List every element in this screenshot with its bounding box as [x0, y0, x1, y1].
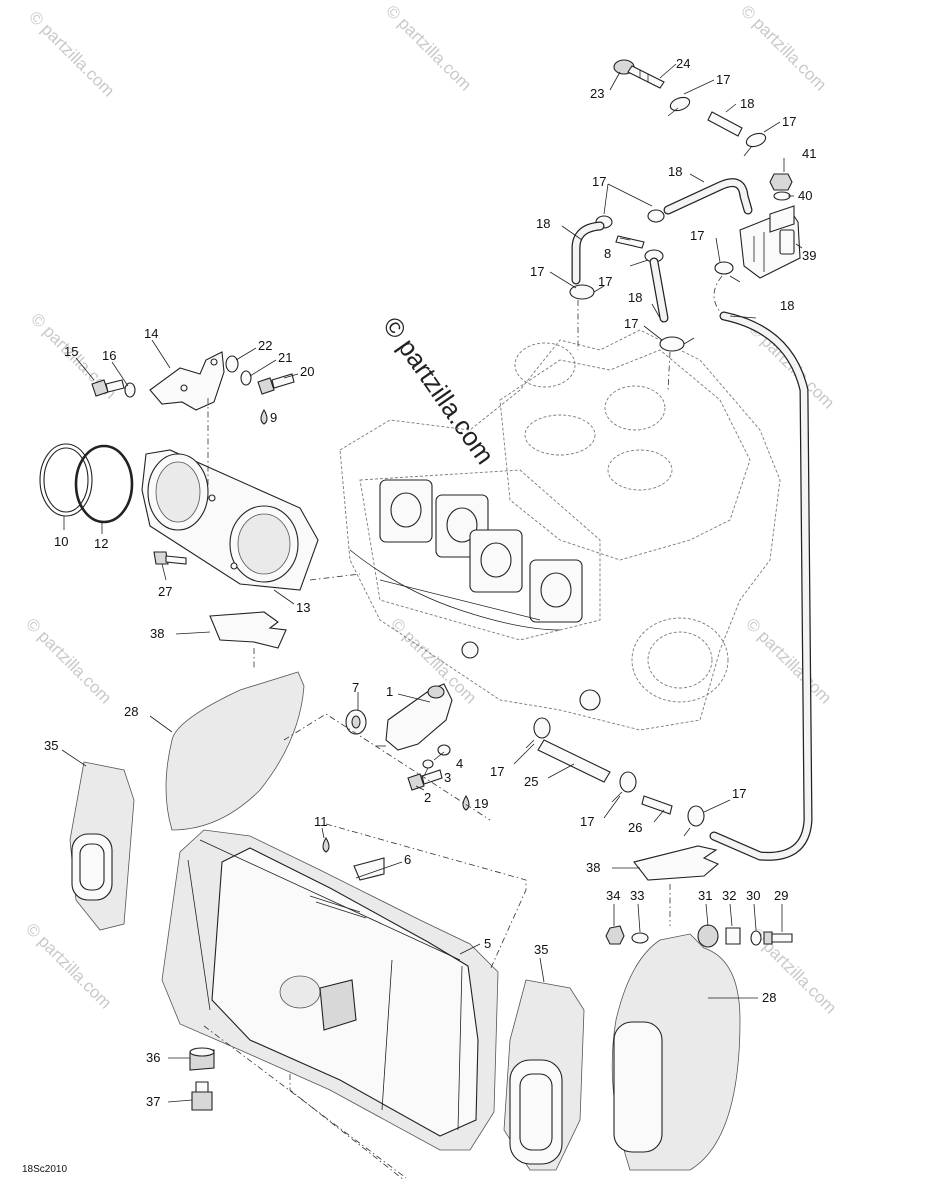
callout-17: 17 — [530, 264, 544, 279]
callout-26: 26 — [628, 820, 642, 835]
callout-6: 6 — [404, 852, 411, 867]
watermark: © partzilla.com — [25, 7, 118, 100]
drop-11 — [322, 836, 330, 853]
callout-17: 17 — [598, 274, 612, 289]
watermark: © partzilla.com — [742, 614, 835, 707]
callout-10: 10 — [54, 534, 68, 549]
callout-34: 34 — [606, 888, 620, 903]
callout-9: 9 — [270, 410, 277, 425]
callout-17: 17 — [624, 316, 638, 331]
callout-17: 17 — [716, 72, 730, 87]
engine-block — [339, 329, 781, 731]
callout-32: 32 — [722, 888, 736, 903]
callout-33: 33 — [630, 888, 644, 903]
callout-28: 28 — [124, 704, 138, 719]
callout-35: 35 — [44, 738, 58, 753]
callout-2: 2 — [424, 790, 431, 805]
callout-37: 37 — [146, 1094, 160, 1109]
callout-28: 28 — [762, 990, 776, 1005]
callout-8: 8 — [604, 246, 611, 261]
watermark: © partzilla.com — [737, 1, 830, 94]
leader-lines — [61, 63, 803, 1103]
callout-22: 22 — [258, 338, 272, 353]
callout-18: 18 — [780, 298, 794, 313]
patch-6 — [353, 857, 385, 881]
drain-assembly — [189, 1025, 407, 1181]
callout-5: 5 — [484, 936, 491, 951]
callout-38: 38 — [150, 626, 164, 641]
callout-17: 17 — [592, 174, 606, 189]
callout-23: 23 — [590, 86, 604, 101]
callout-12: 12 — [94, 536, 108, 551]
airbox-5 — [161, 829, 499, 1151]
callout-15: 15 — [64, 344, 78, 359]
watermark: © partzilla.com — [382, 1, 475, 94]
callout-17: 17 — [580, 814, 594, 829]
callout-17: 17 — [782, 114, 796, 129]
mount-hardware — [605, 845, 793, 948]
callout-30: 30 — [746, 888, 760, 903]
callout-3: 3 — [444, 770, 451, 785]
callout-21: 21 — [278, 350, 292, 365]
callout-40: 40 — [798, 188, 812, 203]
purge-valve-assembly — [569, 59, 813, 861]
callout-18: 18 — [628, 290, 642, 305]
callout-7: 7 — [352, 680, 359, 695]
callout-1: 1 — [386, 684, 393, 699]
callout-29: 29 — [774, 888, 788, 903]
callout-27: 27 — [158, 584, 172, 599]
callout-35: 35 — [534, 942, 548, 957]
vent-hose-assembly — [525, 717, 705, 837]
callout-4: 4 — [456, 756, 463, 771]
callout-38: 38 — [586, 860, 600, 875]
callout-16: 16 — [102, 348, 116, 363]
callout-17: 17 — [490, 764, 504, 779]
watermark-large: © partzilla.com — [377, 311, 500, 469]
callout-31: 31 — [698, 888, 712, 903]
callout-18: 18 — [668, 164, 682, 179]
diagram-code: 18Sc2010 — [22, 1164, 67, 1175]
callout-39: 39 — [802, 248, 816, 263]
callout-17: 17 — [732, 786, 746, 801]
watermark: © partzilla.com — [22, 919, 115, 1012]
callout-13: 13 — [296, 600, 310, 615]
callout-17: 17 — [690, 228, 704, 243]
throttle-assembly — [39, 351, 361, 591]
gasket-38-left — [209, 611, 287, 649]
callout-36: 36 — [146, 1050, 160, 1065]
callout-11: 11 — [314, 814, 328, 829]
callout-24: 24 — [676, 56, 690, 71]
callout-18: 18 — [740, 96, 754, 111]
callout-25: 25 — [524, 774, 538, 789]
callout-41: 41 — [802, 146, 816, 161]
sensor-bracket — [283, 683, 491, 821]
callout-19: 19 — [474, 796, 488, 811]
callout-18: 18 — [536, 216, 550, 231]
callout-20: 20 — [300, 364, 314, 379]
callout-labels: 23 24 17 18 17 41 18 40 17 18 8 17 39 17… — [22, 56, 816, 1175]
watermark: © partzilla.com — [22, 614, 115, 707]
heat-shield-28-left — [165, 671, 305, 831]
callout-14: 14 — [144, 326, 158, 341]
